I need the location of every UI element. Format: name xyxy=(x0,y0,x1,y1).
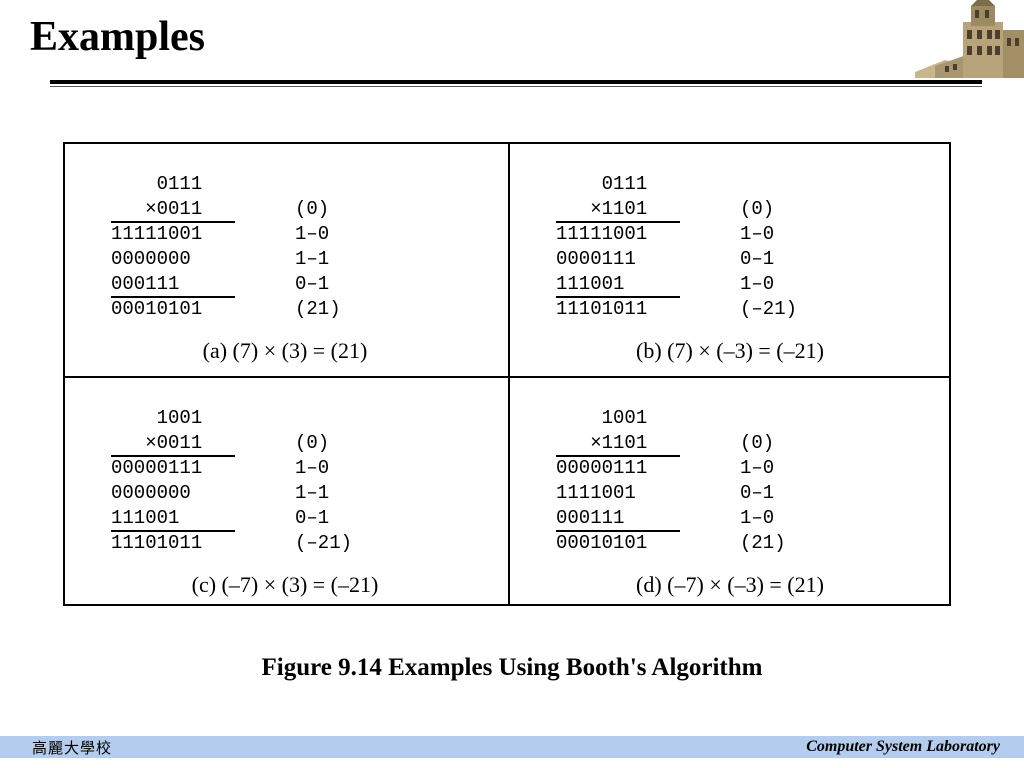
step-label: 0–1 xyxy=(740,248,775,270)
step-label: 1–1 xyxy=(295,482,330,504)
partial-product: 00000111 xyxy=(556,457,648,479)
blank-step xyxy=(295,172,341,197)
panel-caption: (c) (–7) × (3) = (–21) xyxy=(191,572,379,597)
blank-step xyxy=(740,406,786,431)
figure-caption: Figure 9.14 Examples Using Booth's Algor… xyxy=(261,654,763,681)
grid-divider-horizontal xyxy=(65,376,949,378)
partial-product: 1111001 xyxy=(556,482,636,504)
multiplicand: 1001 xyxy=(111,407,203,429)
multiplicand: 0111 xyxy=(111,173,203,195)
step-label: (0) xyxy=(740,432,775,454)
step-label: 0–1 xyxy=(740,482,775,504)
partial-product: 0000000 xyxy=(111,482,191,504)
title-divider xyxy=(50,80,982,84)
product: 00010101 xyxy=(111,298,203,320)
partial-product: 000111 xyxy=(556,507,625,529)
result-label: (21) xyxy=(295,298,341,320)
multiplicand: 1001 xyxy=(556,407,648,429)
sum-underline xyxy=(111,296,235,298)
multiplier: ×0011 xyxy=(111,198,203,220)
step-label: 1–1 xyxy=(295,248,330,270)
step-label: 1–0 xyxy=(295,223,330,245)
booth-steps: (0) 1–0 1–1 0–1 (21) xyxy=(295,172,341,322)
title-divider-thin xyxy=(50,86,982,87)
multiplicand: 0111 xyxy=(556,173,648,195)
booth-steps: (0) 1–0 0–1 1–0 (–21) xyxy=(740,172,797,322)
result-label: (21) xyxy=(740,532,786,554)
panel-caption: (b) (7) × (–3) = (–21) xyxy=(636,338,824,363)
blank-step xyxy=(740,172,797,197)
step-label: 1–0 xyxy=(740,507,775,529)
partial-product: 00000111 xyxy=(111,457,203,479)
footer-university-name: 高麗大學校 xyxy=(32,739,113,757)
result-label: (–21) xyxy=(295,532,353,554)
multiplication-rows: 1001 ×0011 00000111 0000000 111001 11101011 xyxy=(111,406,202,556)
step-label: (0) xyxy=(295,432,330,454)
step-label: 1–0 xyxy=(740,457,775,479)
step-label: (0) xyxy=(295,198,330,220)
multiplication-rows: 1001 ×1101 00000111 1111001 000111 00010101 xyxy=(556,406,647,556)
sum-underline xyxy=(556,530,680,532)
product: 00010101 xyxy=(556,532,648,554)
multiplier: ×0011 xyxy=(111,432,203,454)
booth-steps: (0) 1–0 1–1 0–1 (–21) xyxy=(295,406,352,556)
multiplier-underline xyxy=(556,221,680,223)
blank-step xyxy=(295,406,352,431)
multiplication-rows: 0111 ×1101 11111001 0000111 111001 11101011 xyxy=(556,172,647,322)
footer-lab-name: Computer System Laboratory xyxy=(806,738,1000,755)
partial-product: 0000000 xyxy=(111,248,191,270)
multiplier: ×1101 xyxy=(556,198,648,220)
partial-product: 111001 xyxy=(556,273,625,295)
partial-product: 111001 xyxy=(111,507,180,529)
multiplier: ×1101 xyxy=(556,432,648,454)
result-label: (–21) xyxy=(740,298,798,320)
step-label: 1–0 xyxy=(295,457,330,479)
multiplication-rows: 0111 ×0011 11111001 0000000 000111 00010101 xyxy=(111,172,202,322)
panel-caption: (d) (–7) × (–3) = (21) xyxy=(636,572,824,597)
multiplier-underline xyxy=(556,455,680,457)
panel-caption: (a) (7) × (3) = (21) xyxy=(202,338,368,363)
step-label: 0–1 xyxy=(295,507,330,529)
multiplier-underline xyxy=(111,221,235,223)
footer-bar: 高麗大學校 Computer System Laboratory xyxy=(0,736,1024,758)
step-label: (0) xyxy=(740,198,775,220)
sum-underline xyxy=(556,296,680,298)
product: 11101011 xyxy=(111,532,203,554)
partial-product: 11111001 xyxy=(111,223,203,245)
partial-product: 0000111 xyxy=(556,248,636,270)
grid-divider-vertical xyxy=(508,144,510,604)
step-label: 0–1 xyxy=(295,273,330,295)
booth-steps: (0) 1–0 0–1 1–0 (21) xyxy=(740,406,786,556)
partial-product: 000111 xyxy=(111,273,180,295)
multiplier-underline xyxy=(111,455,235,457)
step-label: 1–0 xyxy=(740,223,775,245)
sum-underline xyxy=(111,530,235,532)
university-building-icon xyxy=(915,0,1024,78)
partial-product: 11111001 xyxy=(556,223,648,245)
product: 11101011 xyxy=(556,298,648,320)
slide-title: Examples xyxy=(30,14,206,60)
step-label: 1–0 xyxy=(740,273,775,295)
